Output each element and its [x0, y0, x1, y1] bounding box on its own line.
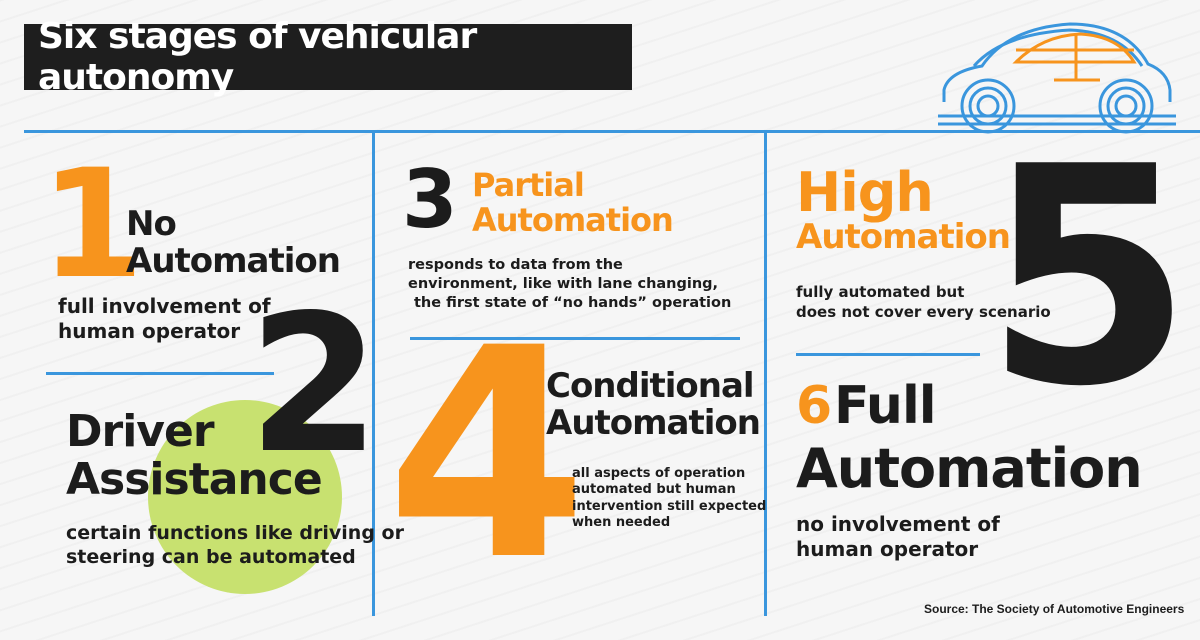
stage-2-number: 2 — [248, 274, 381, 495]
stage-1-description: full involvement of human operator — [58, 294, 271, 344]
stage-6-desc-line1: no involvement of — [796, 512, 1000, 536]
stage-2-title: Driver Assistance — [66, 406, 323, 505]
stage-5-number: 5 — [984, 103, 1193, 452]
divider-stage1-2 — [46, 372, 274, 375]
stage-4-title-line2: Automation — [546, 402, 761, 443]
stage-6-title-line1: Full — [834, 376, 937, 436]
stage-1-title-line2: Automation — [126, 240, 341, 281]
column-divider-2 — [764, 130, 767, 616]
stage-6-description: no involvement of human operator — [796, 512, 1000, 562]
stage-6-number: 6 — [796, 376, 833, 436]
stage-1-desc-line2: human operator — [58, 319, 241, 343]
title-banner: Six stages of vehicular autonomy — [24, 16, 632, 98]
top-divider — [24, 130, 1200, 133]
stage-4-title: Conditional Automation — [546, 366, 761, 443]
car-icon — [938, 22, 1176, 134]
green-circle-decoration — [148, 400, 342, 594]
divider-stage3-4 — [410, 337, 740, 340]
stage-5-title-line2: Automation — [796, 217, 1011, 257]
stage-5-title-line1: High — [796, 161, 934, 224]
stage-3-title: Partial Automation — [472, 166, 674, 239]
stage-6-desc-line2: human operator — [796, 537, 979, 561]
stage-5-description: fully automated but does not cover every… — [796, 282, 1051, 323]
stage-2-desc-line2: steering can be automated — [66, 545, 356, 568]
stage-4-desc-line2: automated but human — [572, 482, 736, 498]
stage-4-number: 4 — [386, 287, 588, 624]
stage-4-desc-line4: when needed — [572, 514, 671, 530]
stage-1-desc-line1: full involvement of — [58, 294, 271, 318]
stage-1-number: 1 — [40, 138, 145, 312]
stage-3-number: 3 — [402, 153, 458, 246]
column-divider-1 — [372, 130, 375, 616]
stage-1-title-line1: No — [126, 204, 177, 244]
divider-stage5-6 — [796, 353, 980, 356]
stage-3-title-line1: Partial — [472, 166, 585, 204]
stage-2-desc-line1: certain functions like driving or — [66, 522, 404, 544]
stage-2-title-line2: Assistance — [66, 453, 323, 505]
stage-3-description: responds to data from the environment, l… — [408, 256, 731, 313]
stage-3-desc-line2: environment, like with lane changing, — [408, 275, 719, 292]
stage-3-desc-line3: the first state of “no hands” operation — [414, 294, 732, 311]
stage-3-desc-line1: responds to data from the — [408, 257, 623, 273]
stage-4-title-line1: Conditional — [546, 366, 755, 406]
stage-5-title: High Automation — [796, 161, 1011, 257]
stage-4-desc-line3: intervention still expected — [572, 498, 767, 514]
stage-4-description: all aspects of operation automated but h… — [572, 466, 766, 531]
stage-4-desc-line1: all aspects of operation — [572, 466, 746, 481]
stage-5-desc-line2: does not cover every scenario — [796, 303, 1051, 322]
stage-2-description: certain functions like driving or steeri… — [66, 522, 404, 570]
stage-5-desc-line1: fully automated but — [796, 283, 965, 301]
source-credit: Source: The Society of Automotive Engine… — [924, 602, 1185, 616]
stage-1-title: No Automation — [126, 204, 341, 281]
stage-2-title-line1: Driver — [66, 406, 215, 457]
stage-3-title-line2: Automation — [472, 200, 674, 239]
page-title: Six stages of vehicular autonomy — [38, 16, 477, 98]
stage-6-title-line2: Automation — [796, 437, 1143, 500]
